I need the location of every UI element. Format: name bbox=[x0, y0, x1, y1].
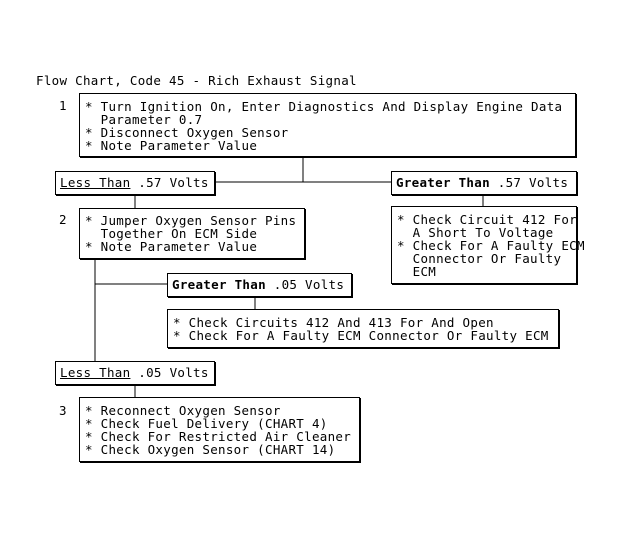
step-3-number: 3 bbox=[59, 403, 67, 418]
branch-keyword: Less Than bbox=[60, 175, 131, 190]
step-3-line: * Check For Restricted Air Cleaner bbox=[85, 429, 352, 444]
step-2-number: 2 bbox=[59, 212, 67, 227]
step-1-line: * Disconnect Oxygen Sensor bbox=[85, 125, 289, 140]
step-3-box: * Reconnect Oxygen Sensor * Check Fuel D… bbox=[79, 397, 360, 462]
branch-keyword: Less Than bbox=[60, 365, 131, 380]
step-3-line: * Check Fuel Delivery (CHART 4) bbox=[85, 416, 328, 431]
result-line: * Check Circuits 412 And 413 For And Ope… bbox=[173, 315, 494, 330]
step-1-line: Parameter 0.7 bbox=[85, 112, 203, 127]
step-2-line: * Note Parameter Value bbox=[85, 239, 258, 254]
result-circuit-412-box: * Check Circuit 412 For A Short To Volta… bbox=[391, 206, 585, 284]
step-2-box: * Jumper Oxygen Sensor Pins Together On … bbox=[79, 208, 305, 259]
branch-less-than-005: Less Than .05 Volts bbox=[55, 361, 215, 385]
step-1-line: * Turn Ignition On, Enter Diagnostics An… bbox=[85, 99, 563, 114]
result-line: * Check For A Faulty ECM bbox=[397, 238, 585, 253]
step-2-line: Together On ECM Side bbox=[85, 226, 258, 241]
branch-value: .57 Volts bbox=[489, 175, 569, 190]
step-1-line: * Note Parameter Value bbox=[85, 138, 258, 153]
branch-value: .05 Volts bbox=[130, 365, 209, 380]
branch-greater-than-057: Greater Than .57 Volts bbox=[391, 171, 577, 195]
step-2-line: * Jumper Oxygen Sensor Pins bbox=[85, 213, 297, 228]
chart-title: Flow Chart, Code 45 - Rich Exhaust Signa… bbox=[36, 73, 357, 88]
result-line: ECM bbox=[397, 264, 437, 279]
result-line: * Check For A Faulty ECM Connector Or Fa… bbox=[173, 328, 549, 343]
step-1-box: * Turn Ignition On, Enter Diagnostics An… bbox=[79, 93, 576, 157]
result-line: Connector Or Faulty bbox=[397, 251, 562, 266]
result-circuits-412-413-box: * Check Circuits 412 And 413 For And Ope… bbox=[167, 309, 559, 348]
result-line: A Short To Voltage bbox=[397, 225, 554, 240]
branch-greater-than-005: Greater Than .05 Volts bbox=[167, 273, 352, 297]
step-1-number: 1 bbox=[59, 98, 67, 113]
result-line: * Check Circuit 412 For bbox=[397, 212, 577, 227]
branch-keyword: Greater Than bbox=[172, 277, 266, 292]
step-3-line: * Check Oxygen Sensor (CHART 14) bbox=[85, 442, 336, 457]
branch-value: .05 Volts bbox=[265, 277, 345, 292]
branch-less-than-057: Less Than .57 Volts bbox=[55, 171, 215, 195]
branch-value: .57 Volts bbox=[130, 175, 209, 190]
step-3-line: * Reconnect Oxygen Sensor bbox=[85, 403, 281, 418]
branch-keyword: Greater Than bbox=[396, 175, 490, 190]
